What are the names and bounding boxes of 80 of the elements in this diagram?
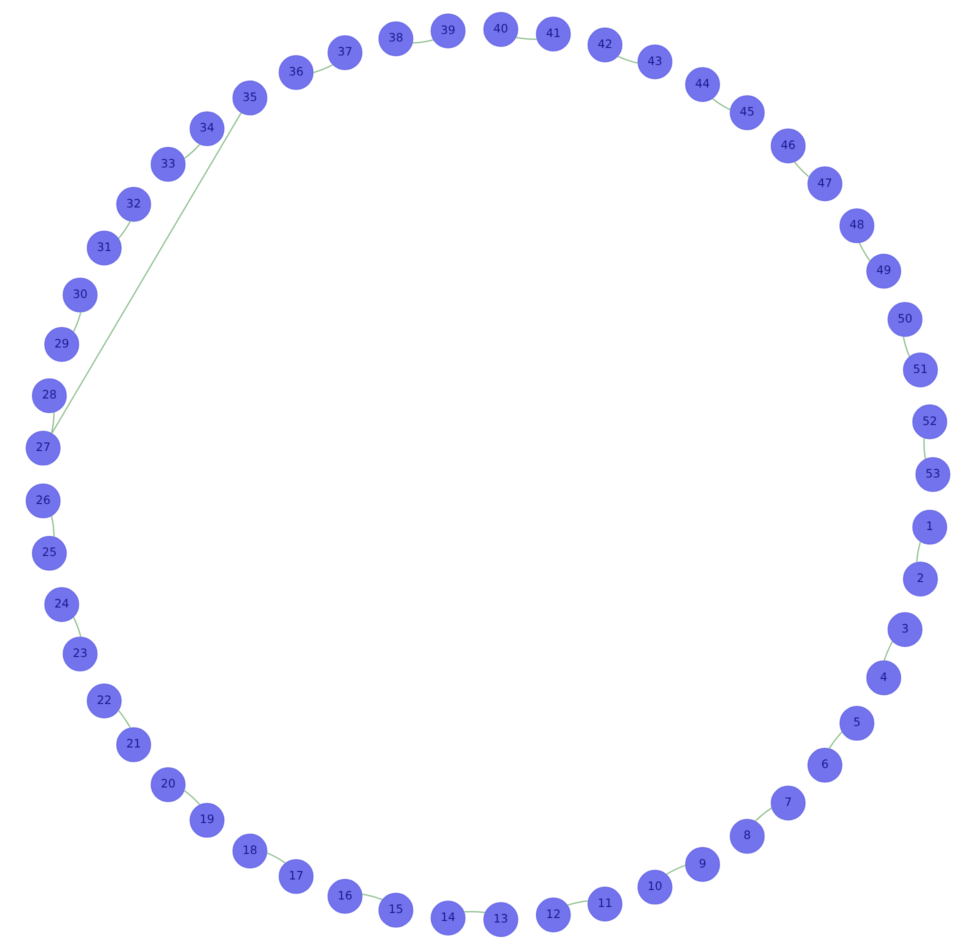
connector bbox=[118, 220, 130, 239]
node-circle: 20 bbox=[150, 767, 186, 802]
connector bbox=[902, 336, 910, 357]
node-circle: 53 bbox=[914, 457, 950, 492]
connector bbox=[566, 900, 588, 906]
node-circle: 13 bbox=[482, 902, 518, 937]
connector bbox=[72, 312, 81, 332]
node-circle: 47 bbox=[807, 166, 842, 202]
node-circle: 40 bbox=[482, 12, 518, 47]
node-circle: 2 bbox=[902, 562, 938, 596]
node-circle: 29 bbox=[44, 327, 79, 362]
node-circle: 21 bbox=[116, 727, 151, 762]
node-circle: 26 bbox=[25, 483, 60, 518]
node-circle: 27 bbox=[25, 430, 60, 466]
connector bbox=[183, 790, 200, 805]
node-circle: 28 bbox=[31, 378, 66, 414]
node-circle: 36 bbox=[278, 55, 314, 90]
node-circle: 18 bbox=[232, 834, 267, 868]
node-circle: 35 bbox=[232, 80, 267, 116]
connector bbox=[361, 894, 382, 900]
connector bbox=[412, 39, 434, 44]
connector bbox=[464, 911, 485, 914]
node-circle: 22 bbox=[86, 684, 122, 718]
connector bbox=[50, 412, 54, 434]
connector bbox=[72, 616, 81, 638]
connector bbox=[117, 710, 130, 728]
node-circle: 44 bbox=[684, 67, 720, 102]
node-circle: 50 bbox=[887, 302, 922, 337]
connector bbox=[794, 162, 810, 178]
node-circle: 23 bbox=[62, 636, 98, 672]
node-circle: 16 bbox=[327, 878, 362, 914]
node-circle: 42 bbox=[587, 28, 622, 62]
node-circle: 31 bbox=[86, 230, 122, 266]
connector bbox=[828, 732, 842, 750]
connector bbox=[712, 98, 730, 110]
connector bbox=[882, 641, 893, 662]
node-circle: 37 bbox=[327, 35, 362, 70]
node-circle: 24 bbox=[44, 587, 79, 622]
node-circle: 34 bbox=[189, 111, 224, 146]
node-circle: 8 bbox=[729, 818, 764, 854]
node-circle: 4 bbox=[866, 660, 901, 696]
node-circle: 39 bbox=[430, 14, 465, 48]
node-circle: 49 bbox=[866, 254, 901, 289]
connector bbox=[50, 112, 242, 434]
node-circle: 38 bbox=[378, 21, 413, 56]
node-circle: 45 bbox=[729, 95, 764, 130]
node-circle: 33 bbox=[150, 146, 186, 182]
node-circle: 11 bbox=[587, 886, 622, 922]
node-circle: 1 bbox=[912, 510, 947, 545]
node-circle: 10 bbox=[637, 870, 672, 905]
node-circle: 32 bbox=[116, 186, 151, 222]
connector bbox=[184, 144, 200, 159]
connector bbox=[617, 56, 638, 64]
connector bbox=[312, 64, 333, 74]
node-circle: 43 bbox=[637, 44, 672, 80]
connector bbox=[50, 516, 54, 537]
node-circle: 6 bbox=[807, 748, 842, 783]
node-circle: 52 bbox=[912, 404, 947, 440]
node-circle: 51 bbox=[902, 352, 938, 388]
node-circle: 48 bbox=[839, 208, 874, 244]
node-circle: 41 bbox=[535, 16, 570, 52]
connector bbox=[666, 864, 686, 875]
connector bbox=[858, 242, 870, 262]
node-circle: 3 bbox=[887, 612, 922, 647]
connector bbox=[922, 438, 926, 460]
node-circle: 12 bbox=[535, 897, 570, 932]
connector bbox=[266, 852, 286, 864]
connector bbox=[916, 541, 921, 562]
node-circle: 19 bbox=[189, 802, 224, 838]
node-circle: 46 bbox=[770, 128, 806, 164]
node-circle: 7 bbox=[770, 786, 806, 820]
node-circle: 15 bbox=[378, 892, 413, 928]
node-circle: 25 bbox=[31, 536, 66, 571]
node-circle: 9 bbox=[684, 847, 720, 882]
node-circle: 14 bbox=[430, 900, 465, 936]
node-circle: 5 bbox=[839, 706, 874, 741]
connector bbox=[515, 36, 537, 40]
node-circle: 30 bbox=[62, 278, 98, 312]
node-circle: 17 bbox=[278, 859, 314, 894]
connector bbox=[754, 808, 772, 822]
